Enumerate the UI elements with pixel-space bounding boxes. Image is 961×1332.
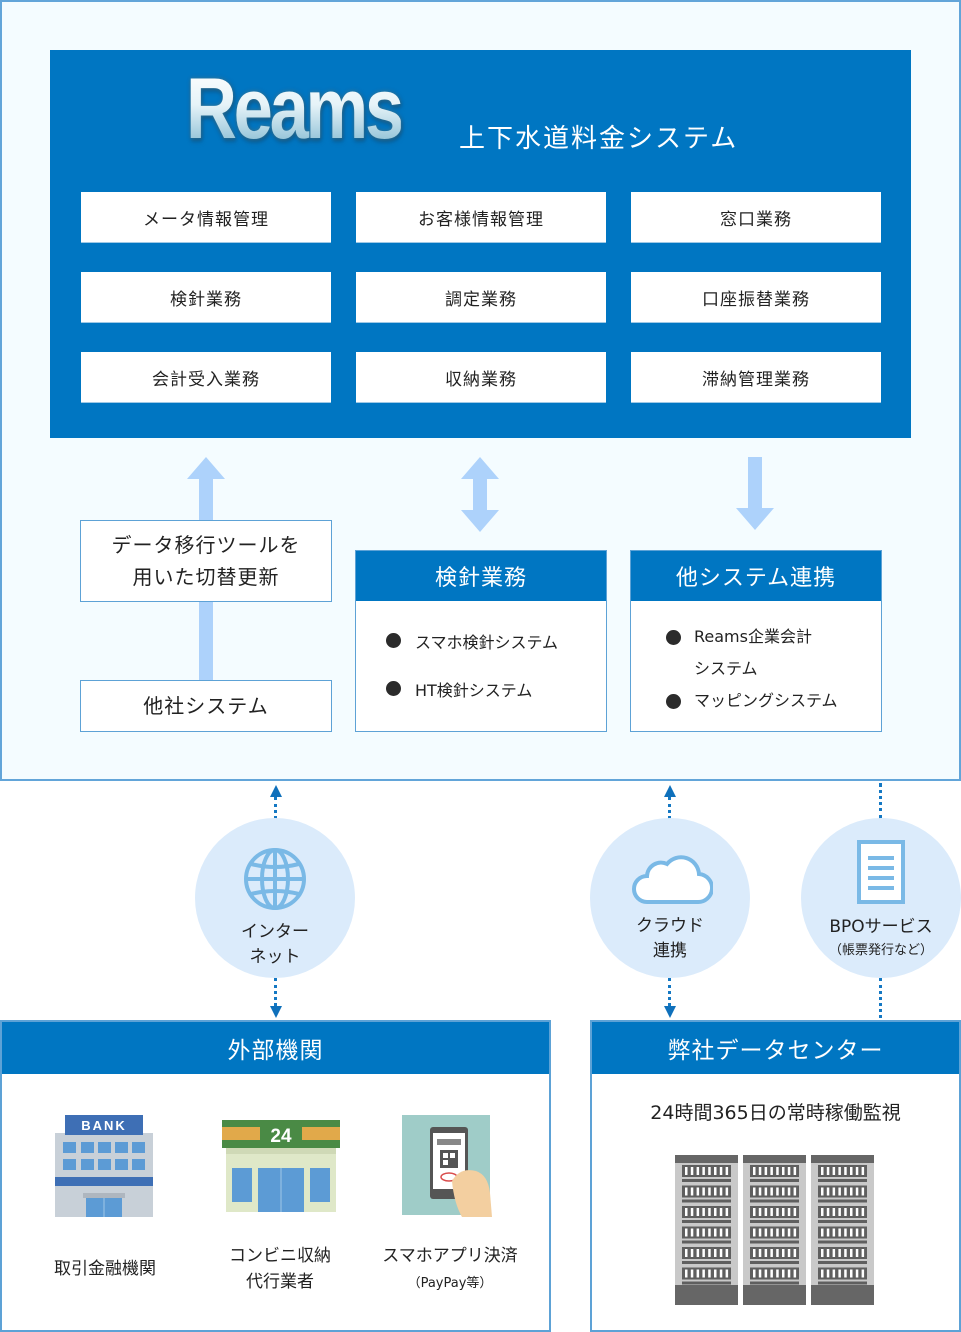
cloud-label-line2: 連携 bbox=[653, 941, 687, 961]
globe-icon bbox=[244, 848, 306, 910]
migration-tool-line1: データ移行ツールを bbox=[111, 533, 301, 557]
convenience-store-label: コンビニ収納 代行業者 bbox=[229, 1246, 331, 1292]
bank-sign-text: BANK bbox=[81, 1118, 127, 1133]
other-vendor-system-label: 他社システム bbox=[143, 694, 269, 718]
internet-connector: インター ネット bbox=[195, 818, 355, 978]
arrowhead-up-icon bbox=[664, 785, 676, 797]
bpo-upper-connector bbox=[879, 783, 882, 819]
function-collection: 収納業務 bbox=[356, 352, 606, 402]
bpo-connector: BPOサービス （帳票発行など） bbox=[801, 818, 961, 978]
function-arrears-management: 滞納管理業務 bbox=[631, 352, 881, 402]
downward-arrow-icon bbox=[736, 457, 774, 530]
smartphone-payment-icon bbox=[402, 1115, 492, 1217]
system-subtitle: 上下水道料金システム bbox=[459, 124, 739, 154]
migration-tool-line2: 用いた切替更新 bbox=[132, 565, 280, 589]
arrowhead-up-icon bbox=[270, 785, 282, 797]
external-institutions-title: 外部機関 bbox=[2, 1022, 549, 1074]
other-vendor-system-box: 他社システム bbox=[80, 680, 332, 732]
internet-label-line1: インター bbox=[241, 922, 309, 942]
arrowhead-down-icon bbox=[270, 1006, 282, 1018]
bullet-icon bbox=[386, 633, 401, 648]
bank-icon: BANK bbox=[55, 1115, 153, 1217]
internet-lower-connector bbox=[274, 978, 277, 1006]
other-systems-card-title: 他システム連携 bbox=[631, 551, 881, 601]
cloud-upper-connector bbox=[668, 797, 671, 819]
bank-label: 取引金融機関 bbox=[54, 1259, 156, 1279]
bullet-icon bbox=[666, 694, 681, 709]
migration-tool-box: データ移行ツールを 用いた切替更新 bbox=[80, 520, 332, 602]
function-account-transfer: 口座振替業務 bbox=[631, 272, 881, 322]
smartphone-payment-label: スマホアプリ決済 （PayPay等） bbox=[382, 1246, 518, 1291]
function-assessment: 調定業務 bbox=[356, 272, 606, 322]
cloud-icon bbox=[632, 855, 713, 905]
document-icon bbox=[857, 840, 905, 904]
function-customer-info: お客様情報管理 bbox=[356, 192, 606, 242]
other-systems-card: 他システム連携 Reams企業会計 システム マッピングシステム bbox=[630, 550, 882, 732]
bpo-label-line2: （帳票発行など） bbox=[828, 943, 933, 958]
arrowhead-down-icon bbox=[664, 1006, 676, 1018]
list-item: Reams企業会計 システム bbox=[631, 621, 881, 685]
function-counter-service: 窓口業務 bbox=[631, 192, 881, 242]
list-item: HT検針システム bbox=[356, 677, 606, 701]
function-accounting-receipt: 会計受入業務 bbox=[81, 352, 331, 402]
store-sign-text: 24 bbox=[270, 1126, 292, 1147]
server-rack-icon bbox=[675, 1155, 874, 1305]
cloud-connector: クラウド 連携 bbox=[590, 818, 750, 978]
cloud-label-line1: クラウド bbox=[636, 916, 704, 936]
reams-logo: Reams bbox=[186, 61, 404, 157]
cloud-lower-connector bbox=[668, 978, 671, 1006]
list-item: スマホ検針システム bbox=[356, 629, 606, 653]
internet-label-line2: ネット bbox=[249, 947, 301, 967]
meter-reading-card: 検針業務 スマホ検針システム HT検針システム bbox=[355, 550, 607, 732]
bpo-label-line1: BPOサービス bbox=[829, 917, 933, 937]
datacenter-description: 24時間365日の常時稼働監視 bbox=[650, 1102, 901, 1124]
bpo-lower-connector bbox=[879, 978, 882, 1018]
convenience-store-icon: 24 bbox=[222, 1120, 340, 1212]
internet-upper-connector bbox=[274, 797, 277, 819]
datacenter-title: 弊社データセンター bbox=[592, 1022, 959, 1074]
meter-reading-card-title: 検針業務 bbox=[356, 551, 606, 601]
bullet-icon bbox=[386, 681, 401, 696]
function-meter-info: メータ情報管理 bbox=[81, 192, 331, 242]
list-item: マッピングシステム bbox=[631, 685, 881, 717]
bidirectional-arrow-icon bbox=[461, 457, 499, 532]
bullet-icon bbox=[666, 630, 681, 645]
function-meter-reading: 検針業務 bbox=[81, 272, 331, 322]
